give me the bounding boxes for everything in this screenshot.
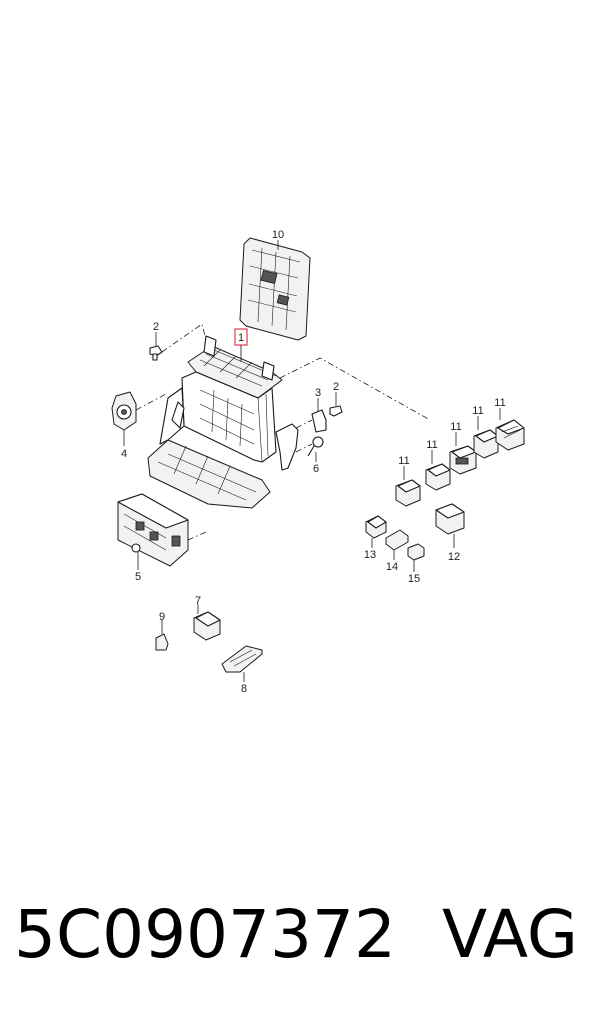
part-12-relay[interactable] xyxy=(435,503,465,548)
part-info-bar: 5C0907372 VAG xyxy=(14,890,594,980)
callout-11-e: 11 xyxy=(494,397,505,409)
part-1-relay-carrier[interactable] xyxy=(147,328,299,509)
part-7-relay-cylinder[interactable] xyxy=(193,604,221,641)
callout-9: 9 xyxy=(159,611,165,623)
exploded-parts-diagram: 1 2 2 3 4 5 6 7 8 9 10 11 11 11 11 11 12… xyxy=(111,229,525,695)
part-11-connector-5[interactable] xyxy=(495,408,525,451)
callout-11-d: 11 xyxy=(472,405,483,417)
callout-2-left: 2 xyxy=(153,321,159,333)
callout-11-b: 11 xyxy=(426,439,437,451)
part-14-fuse[interactable] xyxy=(385,529,409,560)
part-10-control-module[interactable] xyxy=(239,237,311,341)
part-2-bolt-right[interactable] xyxy=(329,392,343,417)
callout-11-a: 11 xyxy=(398,455,409,467)
callout-13: 13 xyxy=(364,549,376,561)
callout-15: 15 xyxy=(408,573,420,585)
part-9-bracket[interactable] xyxy=(155,620,169,651)
part-8-connector-housing[interactable] xyxy=(221,645,263,682)
callout-2-right: 2 xyxy=(333,381,339,393)
part-13-small-relay[interactable] xyxy=(365,515,387,548)
callout-1: 1 xyxy=(238,332,244,344)
callout-12: 12 xyxy=(448,551,460,563)
part-11-connector-2[interactable] xyxy=(425,450,451,491)
part-11-connector-4[interactable] xyxy=(473,416,499,459)
part-5-lower-control-unit[interactable] xyxy=(117,493,207,570)
part-11-connector-3[interactable] xyxy=(449,432,477,475)
part-4-buzzer[interactable] xyxy=(111,391,167,446)
callout-7: 7 xyxy=(195,595,201,607)
part-number: 5C0907372 xyxy=(14,896,397,973)
part-11-connector-1[interactable] xyxy=(395,466,421,507)
callout-11-c: 11 xyxy=(450,421,461,433)
part-6-screw[interactable] xyxy=(295,436,324,462)
callout-6: 6 xyxy=(313,463,319,475)
part-3-clip-nut[interactable] xyxy=(295,398,327,433)
brand-name: VAG xyxy=(442,896,579,973)
callout-4: 4 xyxy=(121,448,127,460)
callout-14: 14 xyxy=(386,561,398,573)
callout-8: 8 xyxy=(241,683,247,695)
callout-3: 3 xyxy=(315,387,321,399)
part-2-bolt-left[interactable] xyxy=(149,323,207,361)
callout-5: 5 xyxy=(135,571,141,583)
part-15-small-fuse[interactable] xyxy=(407,543,425,572)
callout-10: 10 xyxy=(272,229,284,241)
